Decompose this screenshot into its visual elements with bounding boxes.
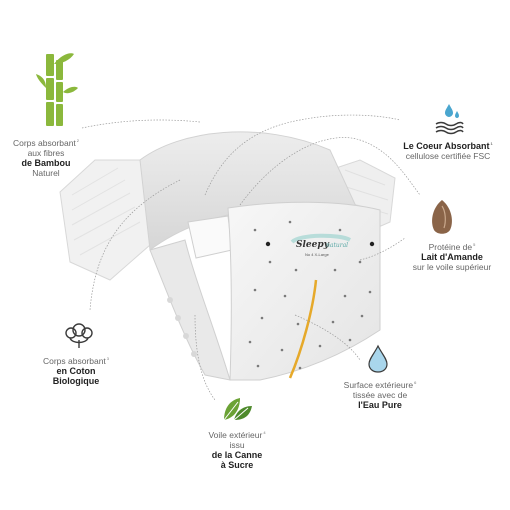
inner-cuff bbox=[149, 239, 231, 381]
print-pattern bbox=[248, 220, 372, 370]
cotton-icon bbox=[65, 323, 93, 348]
label-water: Surface extérieure6 tissée avec de l'Eau… bbox=[343, 379, 417, 410]
label-cotton: Corps absorbant3 en Coton Biologique bbox=[42, 355, 110, 386]
wetness-indicator bbox=[288, 279, 318, 379]
svg-text:natural: natural bbox=[326, 242, 348, 249]
label-bamboo: Corps absorbant2 aux fibres de Bambou Na… bbox=[12, 137, 80, 178]
label-core: Le Coeur Absorbant1 cellulose certifiée … bbox=[403, 141, 493, 161]
leaves-icon bbox=[223, 398, 252, 421]
water-drop-icon bbox=[368, 344, 388, 373]
label-sugarcane: Voile extérieur4 issu de la Canne à Sucr… bbox=[208, 429, 266, 470]
bamboo-icon bbox=[36, 53, 78, 126]
brand-logo: Sleepy bbox=[296, 240, 330, 250]
droplets-icon bbox=[435, 104, 464, 135]
callout-lines bbox=[81, 114, 421, 401]
front-panel bbox=[227, 201, 381, 381]
left-waistband bbox=[59, 159, 151, 281]
fastening-tab bbox=[187, 215, 233, 259]
size-label: No 4 X-Large bbox=[305, 252, 330, 257]
label-almond: Protéine de5 Lait d'Amande sur le voile … bbox=[412, 241, 492, 272]
almond-icon bbox=[432, 200, 452, 234]
